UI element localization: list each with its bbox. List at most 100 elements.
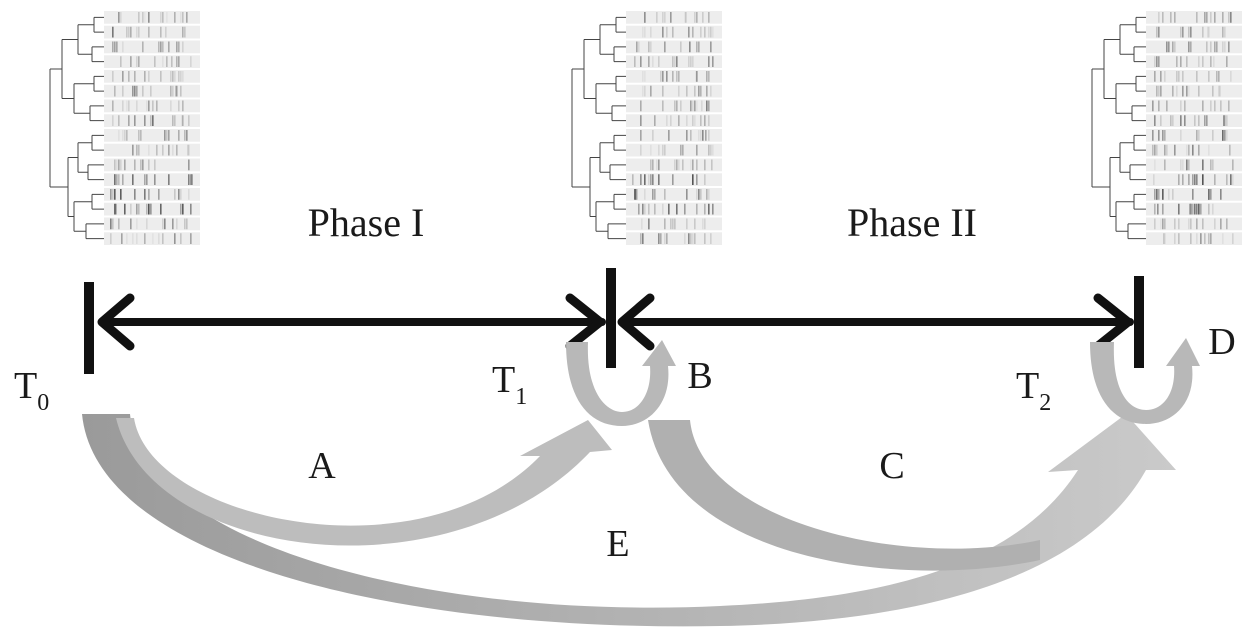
gel-band [676,56,678,67]
gel-band [182,100,184,112]
timepoint-label-t1: T1 [492,359,527,410]
gel-band [158,41,160,53]
gel-band [182,115,184,126]
gel-band [138,144,140,156]
gel-band [1154,71,1156,82]
gel-band [1186,159,1188,171]
gel-band [118,174,120,185]
gel-lane [626,202,722,216]
gel-band [1202,26,1204,38]
gel-band [136,85,138,97]
gel-band [160,12,162,23]
gel-lane [626,11,722,24]
gel-band [144,71,146,82]
gel-band [162,12,164,23]
gel-band [180,189,182,200]
gel-band [138,130,140,141]
gel-band [688,26,690,38]
gel-band [680,144,682,156]
gel-band [700,26,702,38]
gel-band [1232,174,1234,185]
gel-band [1186,85,1188,97]
gel-band [148,203,150,215]
gel-band [120,56,122,67]
gel-band [188,159,190,171]
gel-band [110,189,112,200]
gel-band [122,41,124,53]
gel-band [146,218,148,230]
gel-band [114,203,116,215]
gel-band [160,203,162,215]
gel-band [642,26,644,38]
gel-band [156,100,158,112]
gel-band [678,115,680,126]
gel-band [118,159,120,171]
gel-band [635,189,637,200]
gel-band [1202,56,1204,67]
gel-band [704,174,706,185]
gel-band [674,218,676,230]
gel-band [112,115,114,126]
gel-band [110,233,112,244]
gel-band [662,85,664,97]
gel-band [1163,233,1165,244]
gel-band [650,174,652,185]
gel-band [130,26,132,38]
gel-band [1156,56,1158,67]
gel-band [182,71,184,82]
gel-band [674,218,676,230]
gel-band [118,12,120,23]
gel-band [172,144,174,156]
gel-band [640,115,642,126]
gel-band [652,130,654,141]
gel-band [1200,203,1202,215]
gel-band [1204,115,1206,126]
gel-band [696,189,698,200]
gel-band [1154,56,1156,67]
gel-band [680,41,682,53]
gel-band [1222,233,1224,244]
gel-band [165,26,167,38]
gel-band [1232,233,1234,244]
gel-band [1226,174,1228,185]
gel-band [662,100,664,112]
gel-band [118,130,120,141]
gel-band [180,12,182,23]
gel-band [644,85,646,97]
gel-band [1213,56,1215,67]
gel-band [652,174,654,185]
gel-band [710,41,712,53]
gel-band [178,130,180,141]
gel-band [168,41,170,53]
gel-band [1194,174,1196,185]
gel-band [176,56,178,67]
gel-band [136,203,138,215]
gel-lane [1146,188,1242,201]
gel-band [181,115,183,126]
gel-band [644,26,646,38]
gel-band [684,233,686,244]
gel-band [708,115,710,126]
gel-band [658,144,660,156]
gel-band [158,189,160,200]
gel-band [690,233,692,244]
gel-band [178,41,180,53]
gel-band [664,41,666,53]
gel-band [634,189,636,200]
gel-band [694,115,696,126]
gel-band [118,218,120,230]
gel-band [1188,144,1190,156]
gel-band [1176,85,1178,97]
gel-band [1210,41,1212,53]
gel-band [1226,115,1228,126]
gel-band [662,71,664,82]
transition-label-e: E [606,523,629,565]
gel-band [658,159,660,171]
gel-band [1156,189,1158,200]
gel-band [688,233,690,244]
gel-band [178,189,180,200]
gel-band [1222,26,1224,38]
gel-band [642,71,644,82]
transition-label-b: B [687,355,712,397]
gel-band [1158,100,1160,112]
